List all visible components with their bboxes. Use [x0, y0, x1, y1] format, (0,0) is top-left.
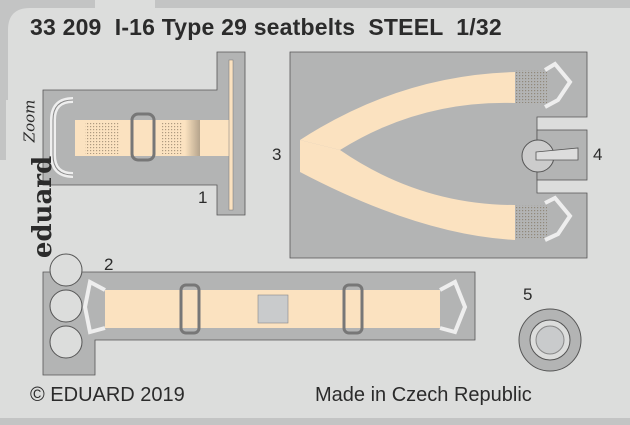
copyright: © EDUARD 2019: [30, 384, 185, 406]
part-4-buckle: [521, 129, 588, 181]
part-2-strap: [42, 253, 476, 376]
part-label-5: 5: [523, 285, 533, 304]
part-label-2: 2: [104, 255, 114, 274]
part-label-3: 3: [272, 145, 282, 164]
part-label-1: 1: [198, 188, 208, 207]
fret-title: 33 209 I-16 Type 29 seatbelts STEEL 1/32: [30, 14, 502, 40]
part-label-4: 4: [593, 145, 603, 164]
part-3-shoulder-harness: [289, 51, 588, 259]
zoom-logo: Zoom: [20, 99, 39, 143]
origin: Made in Czech Republic: [315, 384, 532, 406]
eduard-logo: eduard: [28, 155, 59, 259]
part-1-lap-belt: [42, 51, 246, 216]
part-5-ring: [518, 308, 582, 372]
